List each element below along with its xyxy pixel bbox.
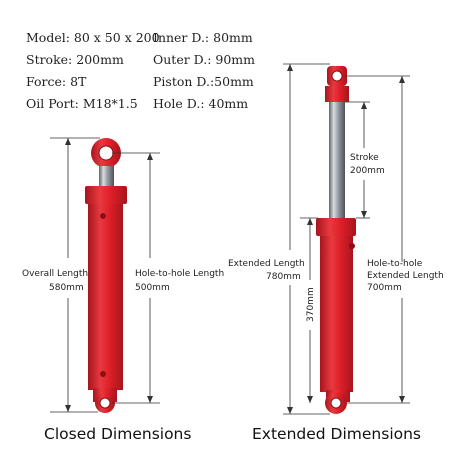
closed-oil-port-bottom bbox=[100, 371, 106, 377]
extended-dimension-lines bbox=[283, 63, 410, 415]
spec-oil-port: Oil Port: M18*1.5 bbox=[26, 96, 138, 111]
extended-hole-value: 700mm bbox=[367, 283, 402, 293]
closed-rod bbox=[99, 166, 114, 188]
closed-hole-value: 500mm bbox=[135, 283, 170, 293]
spec-piston-diameter: Piston D.:50mm bbox=[153, 74, 254, 89]
extended-length-value: 780mm bbox=[266, 272, 301, 282]
spec-outer-diameter: Outer D.: 90mm bbox=[153, 52, 256, 67]
spec-force: Force: 8T bbox=[26, 74, 87, 89]
extended-stroke-label: Stroke bbox=[350, 153, 379, 163]
spec-model: Model: 80 x 50 x 200 bbox=[26, 30, 160, 45]
spec-inner-diameter: Inner D.: 80mm bbox=[153, 30, 253, 45]
closed-dimension-lines bbox=[50, 137, 160, 413]
closed-top-eye-hole bbox=[98, 145, 114, 161]
extended-stroke-value: 200mm bbox=[350, 166, 385, 176]
extended-caption: Extended Dimensions bbox=[252, 425, 422, 443]
extended-cylinder bbox=[316, 66, 356, 414]
closed-caption: Closed Dimensions bbox=[44, 425, 192, 443]
closed-oil-port-top bbox=[100, 213, 106, 219]
closed-barrel bbox=[88, 204, 123, 390]
closed-cylinder-head bbox=[85, 186, 127, 204]
extended-bottom-eye-hole bbox=[330, 397, 342, 409]
extended-cylinder-head bbox=[316, 218, 356, 236]
extended-top-eye-hole bbox=[331, 70, 343, 82]
extended-hole-label-1: Hole-to-hole bbox=[367, 259, 423, 269]
closed-bottom-eye-hole bbox=[99, 397, 111, 409]
extended-rod bbox=[329, 102, 345, 220]
extended-body-value: 370mm bbox=[306, 287, 316, 322]
closed-dimension-arrows bbox=[65, 138, 153, 412]
spec-hole-diameter: Hole D.: 40mm bbox=[153, 96, 249, 111]
spec-stroke: Stroke: 200mm bbox=[26, 52, 124, 67]
extended-dimension-arrows bbox=[287, 64, 405, 414]
extended-length-label: Extended Length bbox=[228, 259, 305, 269]
extended-hole-label-2: Extended Length bbox=[367, 271, 444, 281]
extended-barrel bbox=[320, 236, 353, 392]
extended-rod-end bbox=[325, 86, 349, 102]
extended-oil-port-top bbox=[349, 243, 355, 249]
closed-cylinder bbox=[85, 138, 127, 413]
closed-hole-label: Hole-to-hole Length bbox=[135, 269, 224, 279]
closed-overall-label: Overall Length bbox=[22, 269, 88, 279]
closed-overall-value: 580mm bbox=[49, 283, 84, 293]
